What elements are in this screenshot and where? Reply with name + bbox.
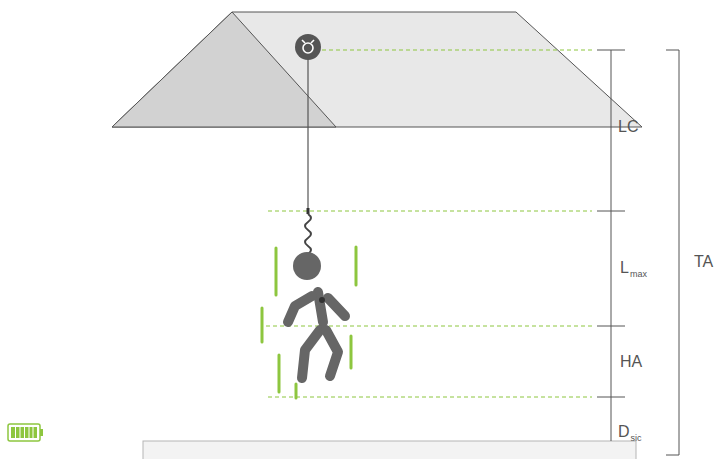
dimension-label: D: [618, 424, 630, 440]
roof: [112, 12, 642, 127]
dimension-label: TA: [694, 254, 713, 270]
anchor-symbol: [302, 40, 314, 53]
lanyard-connector: [307, 208, 310, 214]
ground: [143, 441, 636, 459]
lanyard: [307, 58, 308, 209]
roof-gable: [112, 12, 336, 127]
falling-worker: [288, 292, 345, 378]
battery-icon: [8, 424, 43, 441]
dimension-subscript: max: [630, 270, 647, 279]
reference-lines: [266, 50, 592, 397]
dimension-subscript: sic: [631, 434, 642, 443]
dimension-label: L: [620, 260, 629, 276]
dimension-label: LC: [618, 119, 638, 135]
motion-lines: [262, 247, 356, 398]
harness-dot: [319, 297, 325, 303]
worker-head: [293, 252, 321, 280]
total-bracket: [666, 50, 679, 455]
anchor-point: [295, 34, 321, 60]
dimension-line: [597, 50, 625, 441]
dimension-label: HA: [620, 354, 642, 370]
